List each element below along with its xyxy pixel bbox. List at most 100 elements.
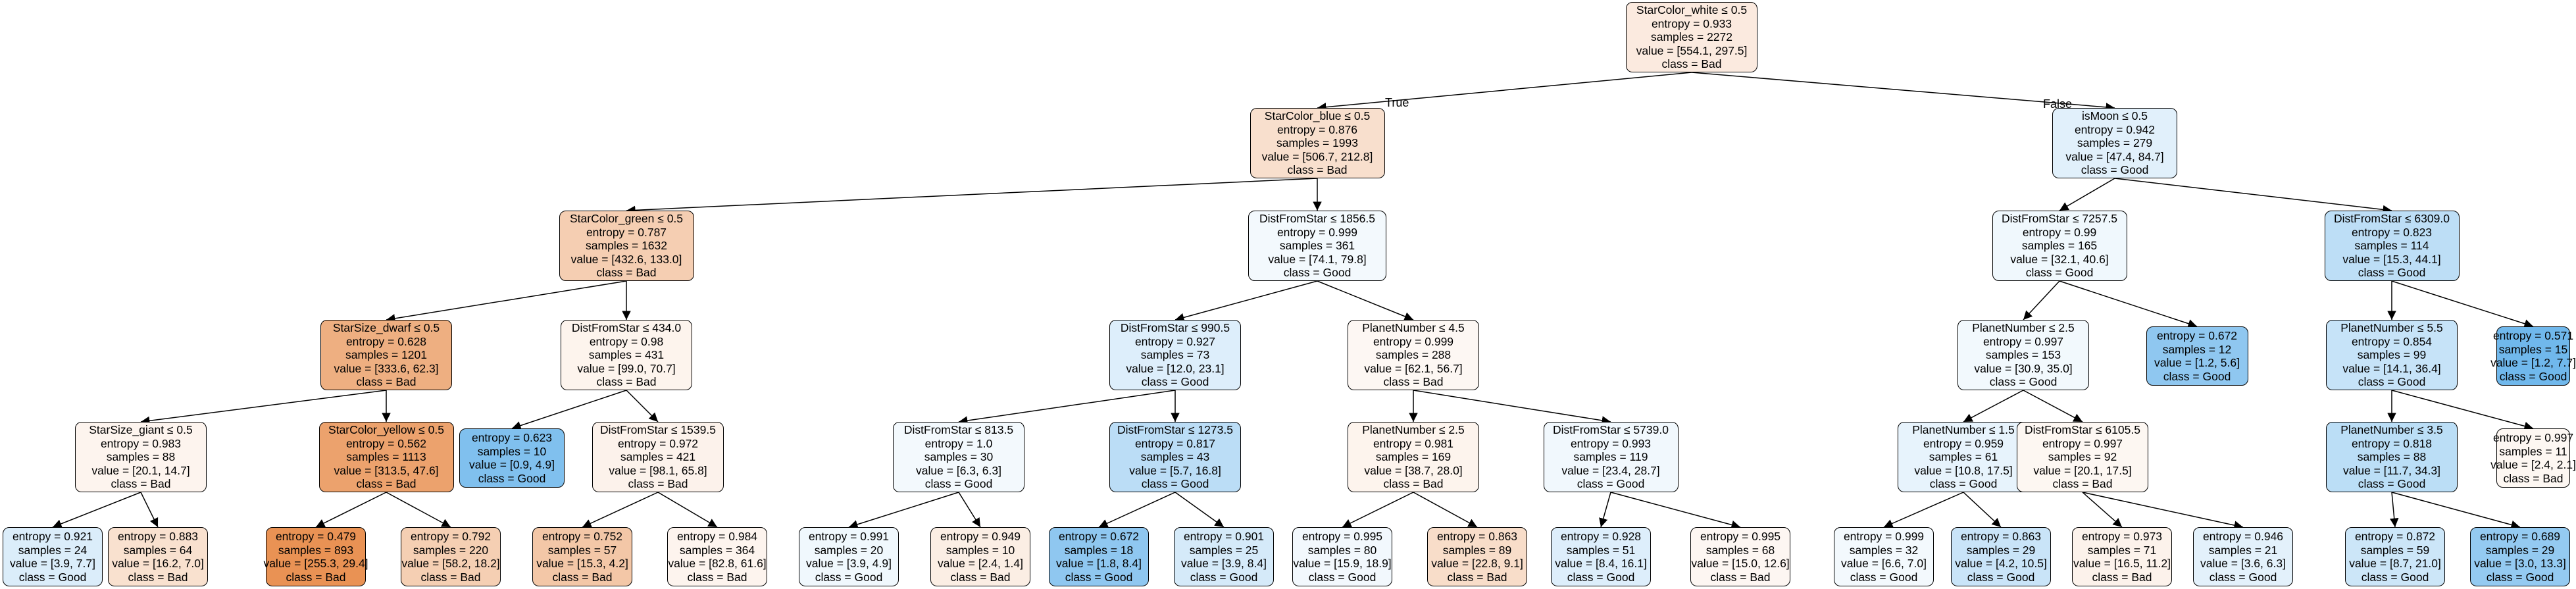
tree-edge-n15-n28 [140,492,159,528]
node-line: samples = 21 [2208,543,2278,557]
node-line: StarColor_green ≤ 0.5 [569,212,684,226]
node-line: value = [432.6, 133.0] [570,252,682,266]
node-line: entropy = 0.928 [1560,530,1642,543]
node-line: class = Good [2209,570,2277,584]
tree-edge-n24-n43 [2082,492,2123,528]
node-line: samples = 30 [924,450,994,464]
node-line: samples = 119 [1573,450,1648,464]
node-line: value = [15.3, 44.1] [2342,252,2441,266]
node-line: entropy = 0.999 [1373,334,1454,348]
node-line: DistFromStar ≤ 6309.0 [2334,212,2450,226]
node-line: value = [1.2, 7.7] [2490,356,2576,369]
node-line: entropy = 0.883 [117,530,199,543]
tree-edge-n19-n33 [848,492,959,529]
node-line: class = Good [2499,369,2567,383]
node-line: value = [0.9, 4.9] [469,458,555,471]
tree-edge-n10-n22 [1413,390,1611,425]
node-line: value = [14.1, 36.4] [2342,361,2441,375]
node-line: value = [3.6, 6.3] [2200,557,2286,570]
node-line: value = [82.8, 61.6] [668,557,767,570]
node-line: samples = 88 [106,450,176,464]
node-line: class = Good [924,477,993,491]
tree-edge-n5-n12 [2059,280,2198,328]
node-line: entropy = 0.999 [1843,530,1925,543]
tree-edge-n0-n1 [1317,72,1692,112]
tree-edge-n8-n18 [626,390,659,423]
tree-edge-n0-n2 [1691,72,2115,112]
node-line: value = [2.4, 2.1] [2490,458,2576,471]
node-line: class = Good [1577,477,1645,491]
tree-edge-n8-n17 [511,390,627,430]
node-line: samples = 43 [1140,450,1210,464]
node-line: value = [3.9, 4.9] [806,557,892,570]
node-line: entropy = 0.921 [12,530,93,543]
tree-edge-n19-n34 [958,492,981,528]
node-line: StarColor_yellow ≤ 0.5 [328,423,444,437]
node-line: value = [6.6, 7.0] [1841,557,1927,570]
node-line: samples = 24 [18,543,88,557]
node-line: value = [20.1, 14.7] [91,463,190,477]
node-line: value = [1.8, 8.4] [1056,557,1142,570]
node-line: value = [99.0, 70.7] [577,361,676,375]
node-line: entropy = 0.817 [1134,436,1216,450]
node-line: samples = 1201 [345,348,428,362]
node-line: entropy = 0.946 [2202,530,2284,543]
node-line: class = Good [1141,375,1209,389]
node-line: entropy = 0.628 [345,334,427,348]
node-line: value = [255.3, 29.4] [263,557,368,570]
node-line: value = [22.8, 9.1] [1431,557,1523,570]
tree-edge-n9-n19 [958,390,1176,425]
node-line: entropy = 0.623 [471,431,553,444]
node-line: class = Good [2163,369,2231,383]
node-line: value = [3.9, 8.4] [1181,557,1267,570]
node-line: class = Good [815,570,883,584]
tree-edge-n2-n6 [2114,178,2392,215]
node-line: samples = 431 [588,348,665,362]
node-line: entropy = 0.999 [1276,225,1358,239]
node-line: StarColor_blue ≤ 0.5 [1264,109,1371,123]
node-line: class = Good [1929,477,1998,491]
node-line: class = Good [2025,266,2094,280]
node-line: DistFromStar ≤ 813.5 [903,423,1014,437]
node-line: DistFromStar ≤ 1856.5 [1259,212,1375,226]
node-line: DistFromStar ≤ 7257.5 [2002,212,2117,226]
node-line: class = Bad [128,570,188,584]
node-line: class = Bad [596,266,657,280]
node-line: entropy = 0.872 [2354,530,2436,543]
node-line: class = Bad [552,570,613,584]
node-line: samples = 165 [2021,239,2098,253]
node-line: class = Good [1283,266,1351,280]
node-line: samples = 89 [1442,543,1512,557]
node-line: samples = 92 [2048,450,2117,464]
node-line: PlanetNumber ≤ 3.5 [2340,423,2443,437]
node-line: PlanetNumber ≤ 1.5 [1912,423,2015,437]
node-line: value = [16.5, 11.2] [2073,557,2171,570]
node-line: value = [62.1, 56.7] [1364,361,1463,375]
node-line: samples = 20 [814,543,884,557]
node-line: value = [15.0, 12.6] [1691,557,1790,570]
node-line: DistFromStar ≤ 990.5 [1120,321,1230,335]
node-line: samples = 12 [2162,342,2232,356]
tree-edge-n4-n9 [1174,280,1318,322]
node-line: entropy = 0.997 [1983,334,2064,348]
node-line: samples = 114 [2354,239,2429,253]
node-line: value = [10.8, 17.5] [1914,463,2013,477]
